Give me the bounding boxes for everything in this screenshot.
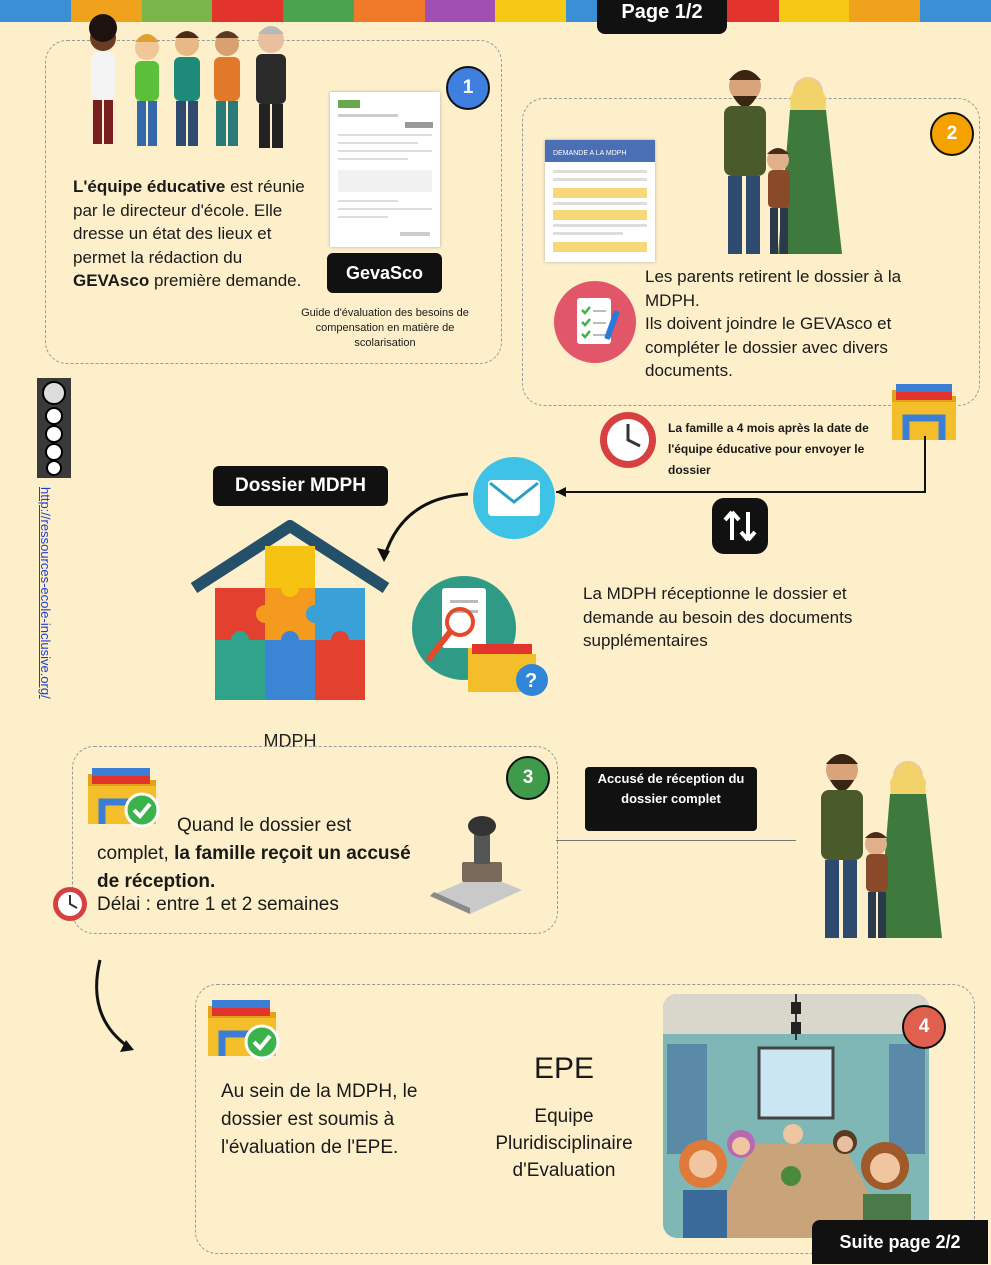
stripe-segment [0,0,71,22]
step1-text-bold-team: L'équipe éducative [73,177,226,196]
mdph-puzzle-house-icon [190,518,390,710]
stripe-segment [70,0,142,22]
next-page-label[interactable]: Suite page 2/2 [812,1220,988,1264]
mdph-form-thumbnail: DEMANDE A LA MDPH [545,140,655,262]
step2-text-line1: Les parents retirent le dossier à la MDP… [645,267,902,310]
step1-text: L'équipe éducative est réunie par le dir… [73,175,313,293]
folder-icon-top [888,380,960,444]
stripe-segment [495,0,567,22]
license-icons [37,378,71,478]
small-clock-icon [52,886,88,922]
step3-delay: Délai : entre 1 et 2 semaines [97,894,339,915]
gevasco-document-thumbnail [330,92,440,247]
step4-box [195,984,975,1254]
return-arrow-connector [556,436,926,497]
step1-text-part1: est réunie par le directeur d'école. Ell… [73,177,305,267]
epe-title: EPE [533,1052,595,1085]
curved-arrow-to-house [377,492,469,562]
step3-text: Quand le dossier est complet, la famille… [97,812,417,896]
folder-check-icon-step4 [204,996,284,1062]
envelope-icon [472,456,556,540]
step4-number-badge: 4 [902,1005,946,1049]
step1-number-badge: 1 [446,66,490,110]
curved-arrow-to-step4 [95,959,134,1052]
step1-text-bold-gevasco: GEVAsco [73,271,150,290]
gevasco-caption: Guide d'évaluation des besoins de compen… [301,307,469,349]
stripe-segment [212,0,284,22]
step4-text: Au sein de la MDPH, le dossier est soumi… [221,1081,418,1158]
epe-full-name: Equipe Pluridisciplinaire d'Evaluation [495,1106,633,1181]
stripe-segment [283,0,354,22]
stripe-segment [141,0,213,22]
swap-arrows-icon [712,498,768,554]
stripe-segment [778,0,850,22]
folder-check-icon-step3 [84,764,164,830]
stripe-segment [849,0,921,22]
document-review-icon: ? [406,570,556,700]
step3-text-bold: la famille reçoit un accusé de réception… [97,843,411,892]
receipt-connector-line [556,840,796,841]
stripe-segment [920,0,991,22]
family-illustration-top [700,58,870,263]
svg-text:?: ? [525,670,537,692]
stripe-segment [353,0,425,22]
dossier-mdph-label: Dossier MDPH [213,466,388,506]
receipt-label: Accusé de réception du dossier complet [585,767,757,831]
page-label: Page 1/2 [597,0,727,34]
step2-text: Les parents retirent le dossier à la MDP… [645,265,945,383]
clock-icon [598,410,658,470]
side-url-link[interactable]: http://ressources-ecole-inclusive.org/ [38,487,53,699]
step3-text-part1: Quand le dossier est complet, [97,815,352,864]
stripe-segment [424,0,496,22]
step2-text-line2: Ils doivent joindre le GEVAsco et complé… [645,314,892,380]
stamp-icon [422,812,527,917]
mdph-reception-text: La MDPH réceptionne le dossier et demand… [583,584,853,650]
deadline-text: La famille a 4 mois après la date de l'é… [668,421,869,477]
step1-text-part2: première demande. [149,271,302,290]
step3-number-badge: 3 [506,756,550,800]
family-illustration-bottom [800,742,960,947]
gevasco-label: GevaSco [327,253,442,293]
mdph-form-title: DEMANDE A LA MDPH [553,150,627,157]
educational-team-illustration [75,8,305,158]
meeting-room-illustration [663,994,929,1238]
step2-number-badge: 2 [930,112,974,156]
checklist-icon [553,280,637,364]
